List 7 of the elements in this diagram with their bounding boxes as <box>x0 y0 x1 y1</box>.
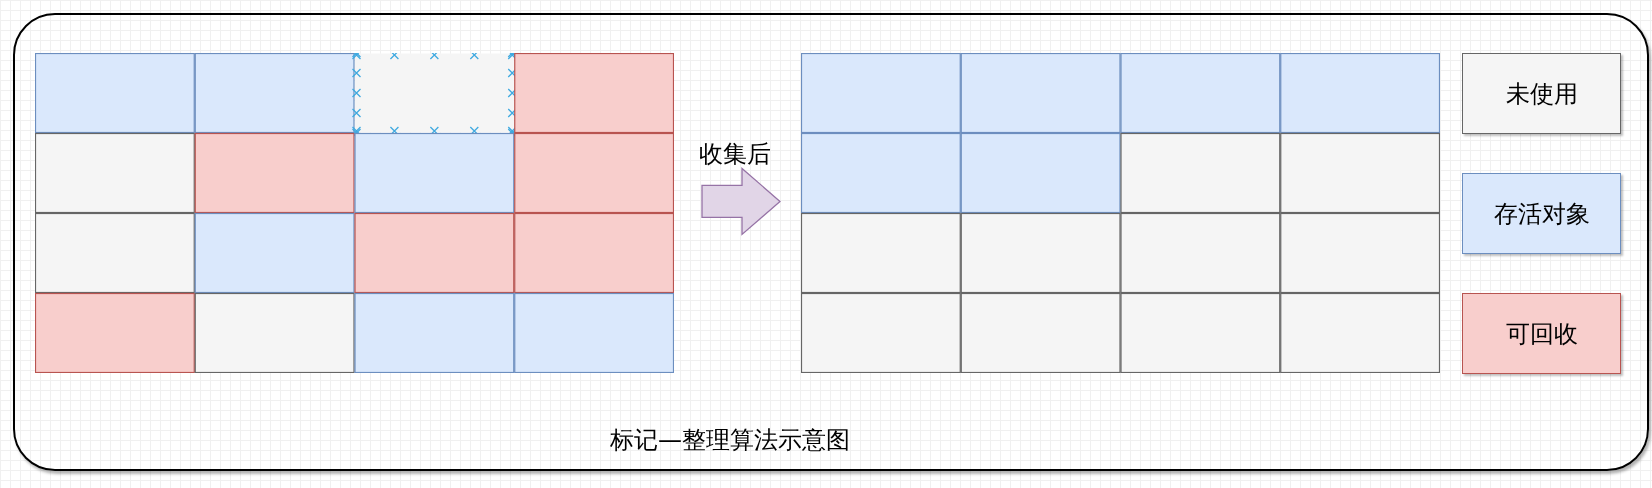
block-arrow <box>701 166 781 236</box>
edge-label: 收集后 <box>699 139 771 170</box>
legend-box: 未使用 <box>1462 53 1621 134</box>
diagram-title: 标记—整理算法示意图 <box>610 425 850 456</box>
diagram-frame <box>13 13 1649 471</box>
legend-box: 存活对象 <box>1462 173 1621 254</box>
legend-box: 可回收 <box>1462 293 1621 374</box>
